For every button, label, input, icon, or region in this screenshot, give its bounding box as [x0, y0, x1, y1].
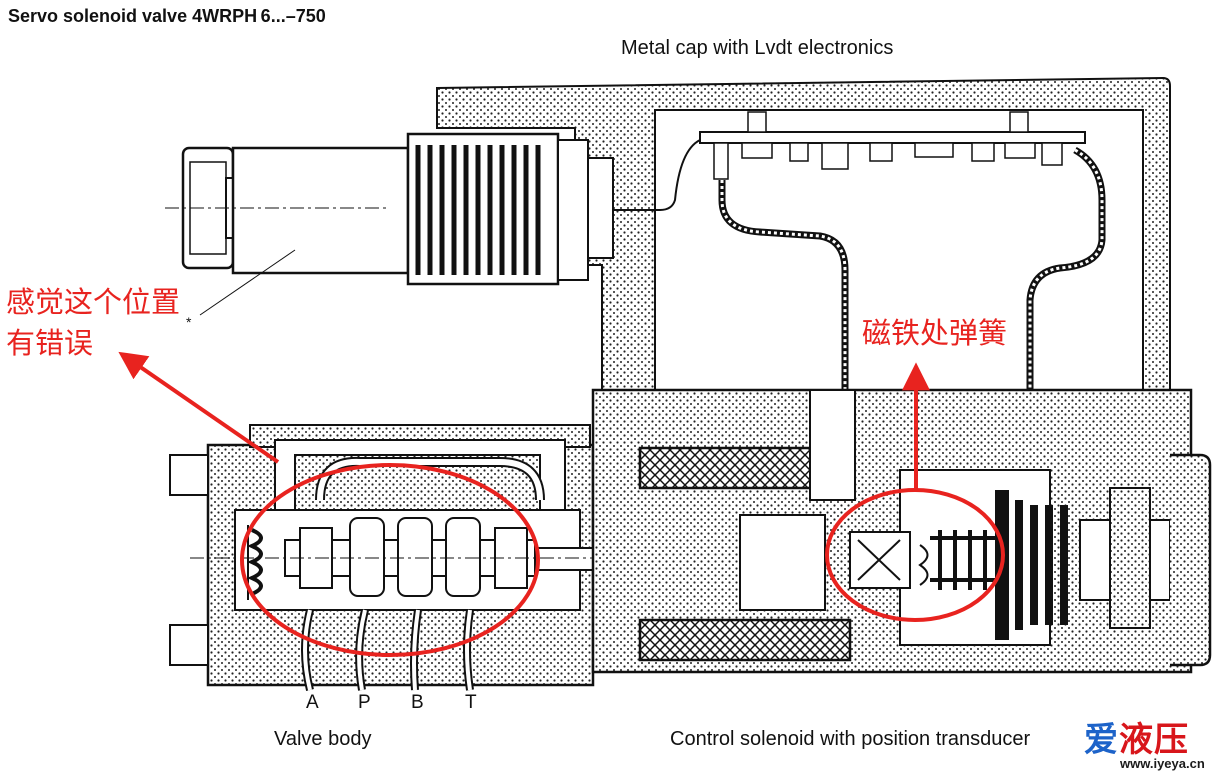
control-solenoid-housing	[591, 388, 1212, 674]
metal-cap-label: Metal cap with Lvdt electronics	[621, 37, 894, 59]
diagram-title: Servo solenoid valve 4WRPH 6...–750	[8, 6, 326, 26]
cable-connector-plug	[165, 132, 614, 316]
valve-body-label: Valve body	[274, 728, 372, 750]
annotation-marks	[118, 351, 1005, 657]
port-p-label: P	[358, 692, 371, 713]
watermark-char-1: 爱	[1084, 720, 1119, 760]
port-a-label: A	[306, 692, 319, 713]
watermark-chars: 爱液压	[1084, 712, 1189, 761]
lvdt-electronics-board	[699, 111, 1086, 180]
watermark-char-2: 液压	[1119, 720, 1189, 760]
watermark-logo: 爱液压 www.iyeya.cn	[1084, 712, 1214, 774]
note-left-line2: 有错误	[6, 326, 94, 360]
asterisk-marker: *	[186, 314, 192, 330]
port-t-label: T	[465, 692, 477, 713]
note-right: 磁铁处弹簧	[862, 316, 1008, 350]
note-left-line1: 感觉这个位置	[6, 285, 181, 319]
highlight-ellipse-spool	[240, 463, 540, 657]
arrow-to-note-left	[118, 351, 280, 464]
lvdt-cables	[610, 139, 1106, 480]
control-solenoid-label: Control solenoid with position transduce…	[670, 728, 1031, 750]
watermark-url: www.iyeya.cn	[1120, 756, 1205, 771]
port-b-label: B	[411, 692, 424, 713]
